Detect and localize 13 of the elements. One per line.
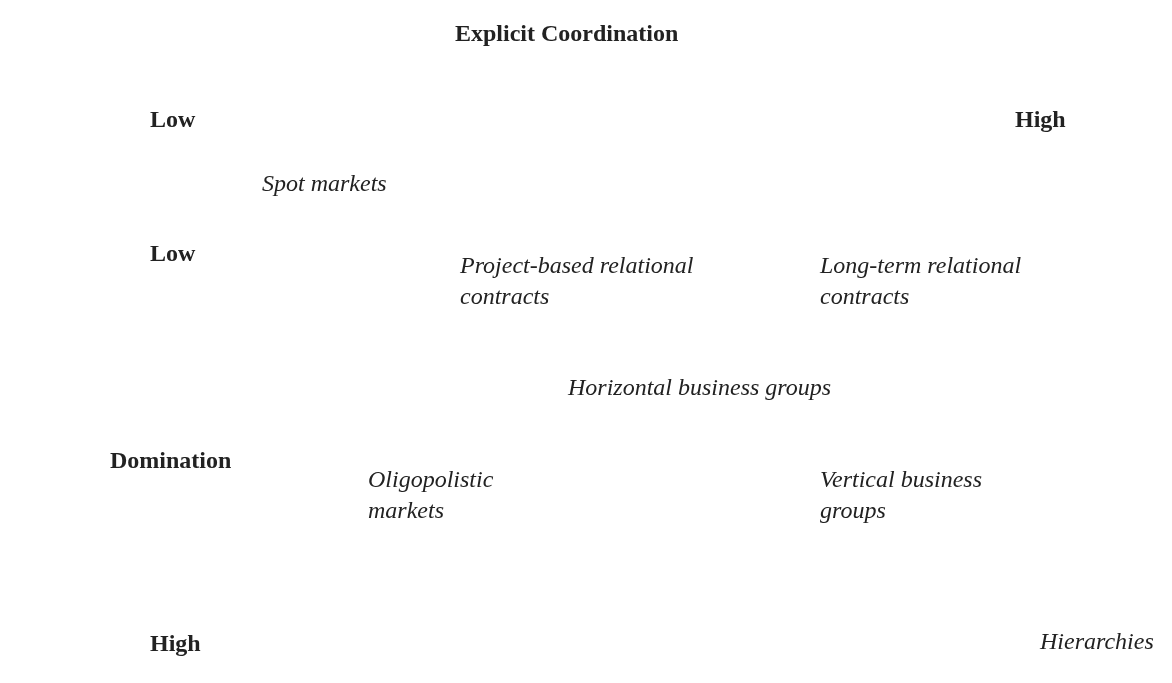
category-label: Long-term relational contracts xyxy=(820,251,1023,311)
scale-label: High xyxy=(1015,105,1066,134)
category-label: Horizontal business groups xyxy=(568,373,832,402)
scale-label: Low xyxy=(150,105,196,134)
category-label: Project-based relational contracts xyxy=(460,251,695,311)
category-label: Oligopolistic markets xyxy=(368,465,495,525)
category-label: Vertical business groups xyxy=(820,465,983,525)
axis-title: Domination xyxy=(110,446,232,475)
scale-label: High xyxy=(150,629,201,658)
scale-label: Low xyxy=(150,239,196,268)
category-label: Hierarchies xyxy=(1040,627,1154,656)
category-label: Spot markets xyxy=(262,169,387,198)
axis-title: Explicit Coordination xyxy=(455,19,679,48)
